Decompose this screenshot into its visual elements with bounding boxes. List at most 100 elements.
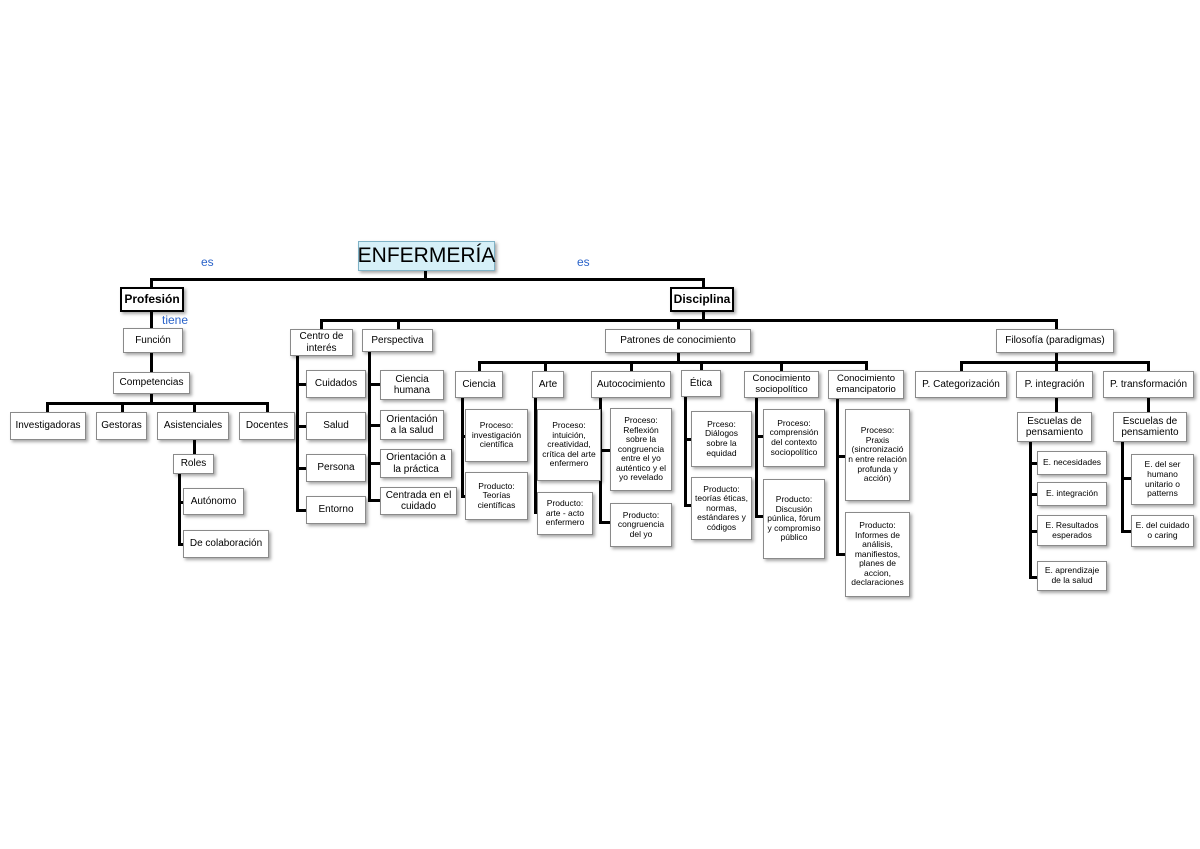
- connector-line: [780, 361, 783, 371]
- connector-line: [178, 543, 185, 546]
- node-patrones-de-conocimiento: Patrones de conocimiento: [605, 329, 751, 353]
- node-e-cuidado: E. del cuidado o caring: [1131, 515, 1194, 547]
- connector-line: [397, 319, 400, 329]
- node-funcion: Función: [123, 328, 183, 353]
- connector-line: [1029, 530, 1037, 533]
- connector-line: [150, 394, 153, 403]
- node-p-categorizacion: P. Categorización: [915, 371, 1007, 398]
- node-arte-proceso: Proceso: intuición, creatividad, crítica…: [537, 409, 601, 481]
- connector-line: [368, 424, 380, 427]
- connector-line: [534, 398, 537, 514]
- node-cuidados: Cuidados: [306, 370, 366, 398]
- node-escuelas-transformacion: Escuelas de pensamiento: [1113, 412, 1187, 442]
- node-arte: Arte: [532, 371, 564, 398]
- node-autonomo: Autónomo: [183, 488, 244, 515]
- node-e-resultados: E. Resultados esperados: [1037, 515, 1107, 546]
- node-roles: Roles: [173, 454, 214, 474]
- connector-line: [1029, 576, 1037, 579]
- node-conocimiento-sociopolitico: Conocimiento sociopolítico: [744, 371, 819, 398]
- connector-line: [46, 402, 268, 405]
- node-gestoras: Gestoras: [96, 412, 147, 440]
- connector-es-left: es: [201, 255, 214, 269]
- node-p-integracion: P. integración: [1016, 371, 1093, 398]
- connector-line: [368, 352, 371, 502]
- connector-line: [755, 398, 758, 518]
- connector-line: [296, 467, 306, 470]
- connector-line: [534, 437, 539, 440]
- node-orientacion-practica: Orientación a la práctica: [380, 449, 452, 478]
- connector-line: [1147, 361, 1150, 371]
- connector-line: [178, 501, 185, 504]
- node-salud: Salud: [306, 412, 366, 440]
- node-disciplina: Disciplina: [670, 287, 734, 312]
- connector-line: [1121, 442, 1124, 533]
- node-e-integracion: E. integración: [1037, 482, 1107, 506]
- node-orientacion-salud: Orientación a la salud: [380, 410, 444, 440]
- node-autoconocimiento-producto: Producto: congruencia del yo: [610, 503, 672, 547]
- node-arte-producto: Producto: arte - acto enfermero: [537, 492, 593, 535]
- node-centro-de-interes: Centro de interés: [290, 329, 353, 356]
- connector-tiene: tiene: [162, 313, 189, 327]
- connector-line: [1055, 398, 1058, 412]
- connector-line: [544, 361, 547, 371]
- node-ciencia-proceso: Proceso: investigación científica: [465, 409, 528, 462]
- connector-line: [702, 312, 705, 321]
- connector-line: [700, 361, 703, 371]
- connector-line: [461, 398, 464, 498]
- connector-es-right: es: [577, 255, 590, 269]
- node-autoconocimiento-proceso: Proceso: Reflexión sobre la congruencia …: [610, 408, 672, 491]
- connector-line: [1147, 398, 1150, 412]
- node-competencias: Competencias: [113, 372, 190, 394]
- connector-line: [150, 278, 153, 288]
- root-node: ENFERMERÍA: [358, 241, 495, 271]
- connector-line: [150, 310, 153, 328]
- node-escuelas-integracion: Escuelas de pensamiento: [1017, 412, 1092, 442]
- connector-line: [296, 383, 306, 386]
- node-ciencia-producto: Producto: Teorías científicas: [465, 472, 528, 520]
- node-perspectiva: Perspectiva: [362, 329, 433, 352]
- connector-line: [368, 462, 380, 465]
- connector-line: [1055, 361, 1058, 371]
- connector-line: [836, 399, 839, 556]
- node-e-necesidades: E. necesidades: [1037, 451, 1107, 475]
- connector-line: [1055, 353, 1058, 363]
- connector-line: [178, 474, 181, 546]
- node-entorno: Entorno: [306, 496, 366, 524]
- connector-line: [684, 438, 692, 441]
- connector-line: [368, 499, 380, 502]
- connector-line: [960, 361, 963, 371]
- connector-line: [296, 509, 306, 512]
- connector-line: [1121, 477, 1131, 480]
- connector-line: [836, 553, 846, 556]
- connector-line: [702, 278, 705, 288]
- connector-line: [836, 455, 846, 458]
- node-profesion: Profesión: [120, 287, 184, 312]
- node-e-ser-humano: E. del ser humano unitario o patterns: [1131, 454, 1194, 505]
- connector-line: [478, 361, 481, 371]
- node-conocimiento-emancipatorio: Conocimiento emancipatorio: [828, 370, 904, 399]
- node-emancipatorio-proceso: Proceso: Praxis (sincronizació n entre r…: [845, 409, 910, 501]
- connector-line: [461, 495, 467, 498]
- connector-line: [755, 435, 764, 438]
- node-etica-producto: Producto: teorías éticas, normas, estánd…: [691, 477, 752, 540]
- node-de-colaboracion: De colaboración: [183, 530, 269, 558]
- connector-line: [368, 383, 380, 386]
- node-autoconocimiento: Autococimiento: [591, 371, 671, 398]
- connector-line: [1029, 462, 1037, 465]
- connector-line: [755, 515, 764, 518]
- node-centrada-cuidado: Centrada en el cuidado: [380, 487, 457, 515]
- connector-line: [599, 449, 611, 452]
- connector-line: [478, 361, 868, 364]
- connector-line: [1029, 493, 1037, 496]
- connector-line: [296, 356, 299, 512]
- connector-line: [46, 402, 49, 412]
- node-ciencia: Ciencia: [455, 371, 503, 398]
- node-docentes: Docentes: [239, 412, 295, 440]
- connector-line: [630, 361, 633, 371]
- connector-line: [865, 361, 868, 371]
- connector-line: [150, 278, 705, 281]
- node-sociopolitico-proceso: Proceso: comprensión del contexto sociop…: [763, 409, 825, 467]
- connector-line: [150, 353, 153, 372]
- connector-line: [1029, 442, 1032, 579]
